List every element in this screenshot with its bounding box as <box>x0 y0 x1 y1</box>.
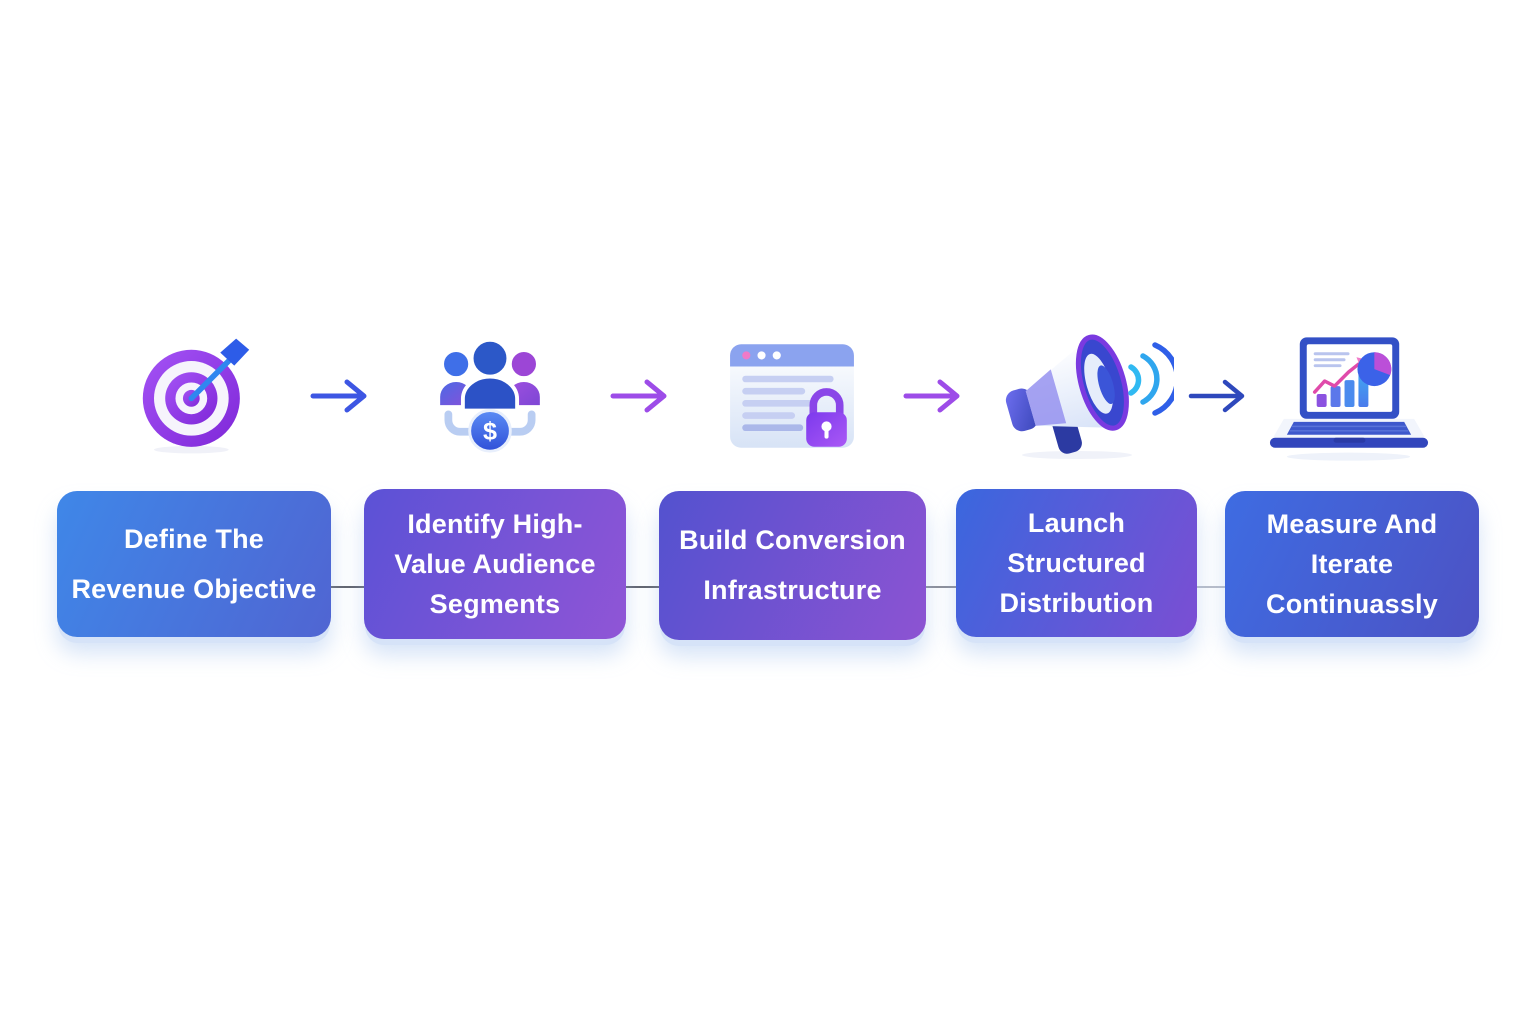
browser-lock-icon-svg <box>730 344 854 448</box>
box-connector-line <box>626 586 659 588</box>
browser-top-bar <box>730 344 854 367</box>
step-box-line: Value Audience <box>394 548 596 579</box>
megaphone-icon-svg <box>1005 334 1174 459</box>
step-box-line: Identify High- <box>407 508 583 539</box>
sound-waves <box>1128 342 1174 416</box>
content-lines <box>742 375 834 432</box>
target-shadow <box>154 445 229 454</box>
pie-chart <box>1357 352 1392 387</box>
step-box-identify-audience-segments: Identify High- Value Audience Segments <box>364 489 626 639</box>
flow-arrow-icon <box>308 374 372 418</box>
dart-shaft <box>188 354 236 402</box>
step-box-line: Build Conversion <box>679 525 906 555</box>
lock-icon <box>806 388 847 447</box>
window-dot <box>757 351 766 360</box>
step-box-line: Define The <box>123 523 265 554</box>
box-connector-line <box>926 586 956 588</box>
step-box-line: Structured <box>1007 547 1146 578</box>
browser-lock-icon <box>726 340 858 452</box>
dart-fletching <box>220 338 250 366</box>
laptop-notch <box>1333 437 1366 443</box>
laptop-analytics-icon-svg <box>1269 337 1429 461</box>
laptop-analytics-icon <box>1262 333 1436 463</box>
step-box-launch-structured-distribution: Launch Structured Distribution <box>956 489 1197 637</box>
box-connector-line <box>331 586 364 588</box>
audience-dollar-icon-svg: $ <box>437 337 543 453</box>
dollar-badge <box>468 409 512 453</box>
audience-dollar-icon: $ <box>426 335 554 456</box>
step-box-line: Infrastructure <box>703 575 882 605</box>
person-center-body <box>460 374 520 413</box>
flow-arrow-icon <box>608 374 672 418</box>
person-center-head <box>469 337 511 379</box>
step-box-line: Distribution <box>999 587 1154 618</box>
box-connector-line <box>1197 586 1225 588</box>
step-box-measure-and-iterate: Measure And Iterate Continuassly <box>1225 491 1479 637</box>
megaphone-body <box>1005 334 1129 454</box>
step-box-build-conversion-infrastructure: Build Conversion Infrastructure <box>659 491 926 640</box>
flow-arrow-icon <box>1186 374 1250 418</box>
step-box-line: Iterate <box>1310 548 1394 579</box>
target-icon-svg <box>142 338 250 454</box>
flow-arrow-icon <box>901 374 965 418</box>
step-box-define-revenue-objective: Define The Revenue Objective <box>57 491 331 637</box>
laptop-keyboard <box>1286 421 1412 435</box>
step-box-line: Launch <box>1027 507 1126 538</box>
laptop-shadow <box>1286 452 1411 461</box>
person-right-head <box>508 349 539 380</box>
screen-text-lines <box>1313 352 1350 368</box>
megaphone-icon <box>992 327 1174 461</box>
step-box-line: Measure And <box>1266 508 1438 539</box>
person-left-head <box>441 349 472 380</box>
target-icon <box>140 334 252 458</box>
step-box-line: Continuassly <box>1266 588 1438 619</box>
dollar-sign: $ <box>483 418 497 446</box>
megaphone-shadow <box>1022 451 1132 459</box>
step-box-line: Revenue Objective <box>71 573 317 604</box>
window-dot <box>742 351 751 360</box>
window-dot <box>772 351 781 360</box>
step-box-line: Segments <box>429 588 561 619</box>
